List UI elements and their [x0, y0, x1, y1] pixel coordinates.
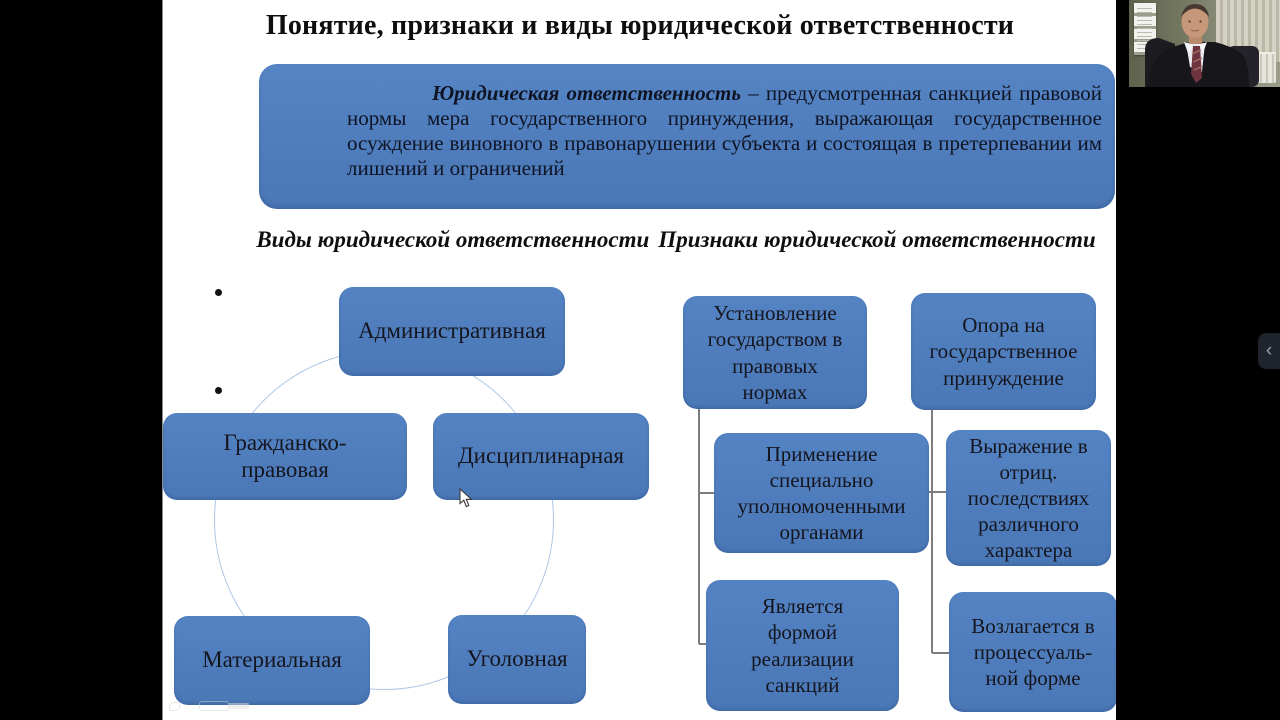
connector-line — [699, 492, 715, 494]
presenter-person — [1129, 0, 1280, 87]
section-headings: Виды юридической ответственности Признаки… — [163, 227, 1116, 253]
definition-box: Юридическая ответственность – предусмотр… — [259, 64, 1115, 209]
connector-line — [932, 652, 950, 654]
type-box-administrative: Административная — [339, 287, 565, 376]
connector-line — [931, 407, 933, 653]
definition-term: Юридическая ответственность — [432, 81, 741, 105]
connector-line — [698, 407, 700, 644]
connector-line — [929, 491, 947, 493]
participant-video-tile[interactable] — [1129, 0, 1280, 87]
definition-text: Юридическая ответственность – предусмотр… — [347, 81, 1102, 181]
definition-body: – предусмотренная санкцией правовой норм… — [347, 81, 1103, 180]
chevron-left-icon: ‹ — [1265, 340, 1273, 361]
collapse-panel-button[interactable]: ‹ — [1258, 333, 1280, 369]
bullet-dot — [215, 289, 222, 296]
heading-types: Виды юридической ответственности — [256, 227, 650, 252]
heading-features: Признаки юридической ответственности — [658, 227, 1096, 252]
connector-line — [699, 643, 709, 645]
feature-box-procedural-form: Возлагается в процессуаль- ной форме — [949, 592, 1116, 712]
type-box-civil-law: Гражданско- правовая — [163, 413, 407, 500]
feature-box-established-by-state: Установление государством в правовых нор… — [683, 296, 867, 409]
shared-slide: Понятие, признаки и виды юридической отв… — [162, 0, 1116, 720]
type-box-disciplinary: Дисциплинарная — [433, 413, 649, 500]
faint-watermark — [169, 700, 259, 712]
type-box-material: Материальная — [174, 616, 370, 705]
feature-box-state-coercion: Опора на государственное принуждение — [911, 293, 1096, 410]
feature-box-authorized-bodies: Применение специально уполномоченными ор… — [714, 433, 929, 553]
bullet-dot — [215, 387, 222, 394]
feature-box-sanction-realization: Является формой реализации санкций — [706, 580, 899, 711]
slide-title: Понятие, признаки и виды юридической отв… — [265, 10, 1015, 41]
mouse-cursor-icon — [459, 487, 473, 514]
feature-box-negative-consequences: Выражение в отриц. последствиях различно… — [946, 430, 1111, 566]
type-box-criminal: Уголовная — [448, 615, 586, 704]
